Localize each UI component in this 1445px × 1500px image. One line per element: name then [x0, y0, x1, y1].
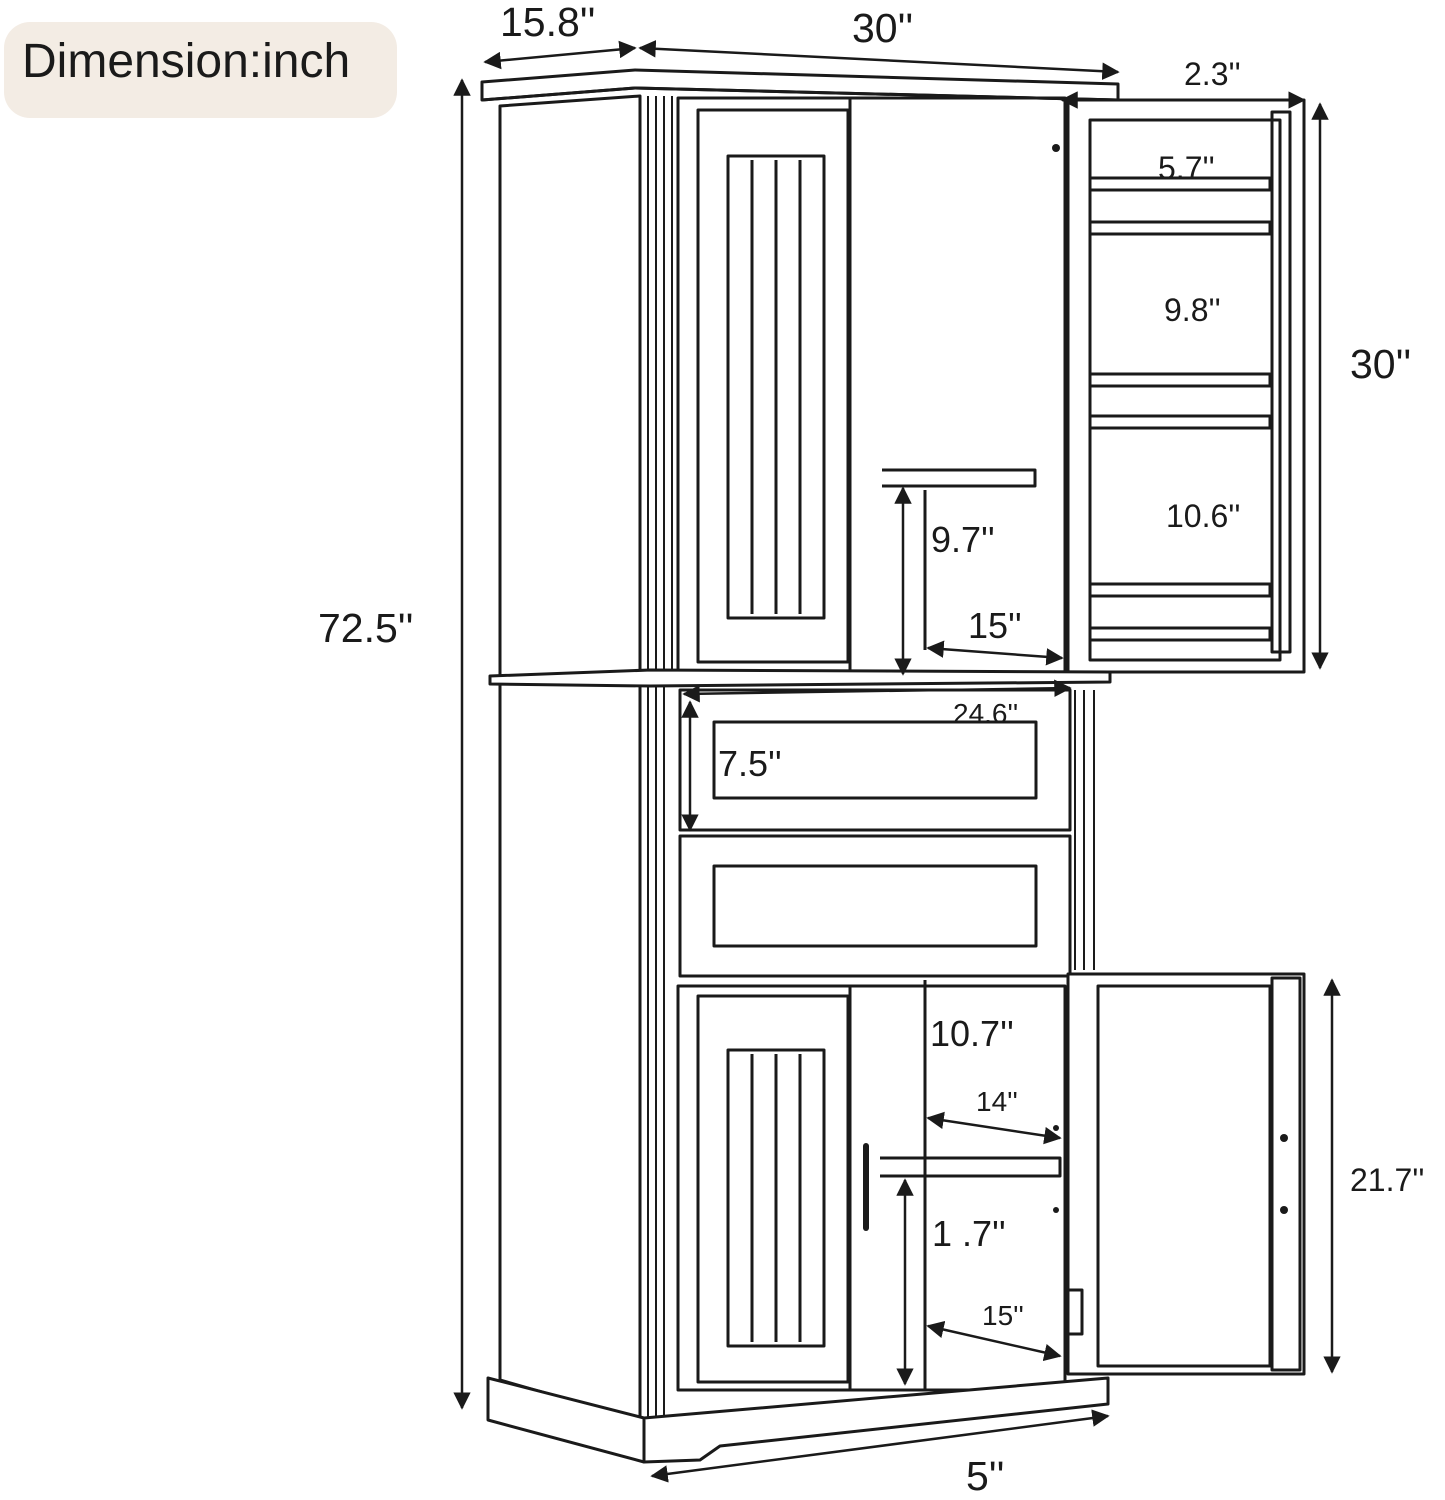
dim-line-lower-shelf-depth — [926, 1111, 1062, 1145]
lower-left-door — [676, 984, 869, 1392]
rack-gap-1-label: 5.7'' — [1158, 150, 1215, 186]
width-label: 30'' — [852, 5, 914, 51]
lower-top-gap-label: 10.7'' — [930, 1013, 1014, 1054]
dim-line-lower-inner-depth — [926, 1320, 1062, 1362]
upper-interior — [848, 96, 1067, 674]
cabinet-front-columns — [647, 96, 1095, 1420]
upper-right-door-open — [1066, 98, 1306, 674]
lower-door-height-label: 21.7'' — [1350, 1162, 1425, 1198]
middle-ledge — [488, 668, 1112, 688]
upper-left-door — [676, 96, 852, 674]
drawer-top — [678, 688, 1072, 832]
upper-inner-depth-label: 15'' — [968, 605, 1022, 646]
drawer-bottom — [678, 834, 1072, 978]
cabinet-side-panel — [498, 94, 642, 1422]
lower-shelf-depth-label: 14'' — [976, 1086, 1018, 1117]
base-width-label: 5'' — [966, 1453, 1005, 1499]
total-height-label: 72.5'' — [318, 605, 414, 651]
upper-shelf-height-label: 9.7'' — [931, 519, 995, 560]
unit-label: Dimension:inch — [22, 35, 351, 88]
dim-line-depth — [483, 40, 637, 70]
rack-gap-3-label: 10.6'' — [1166, 498, 1241, 534]
dim-line-width — [638, 40, 1120, 80]
rack-gap-2-label: 9.8'' — [1164, 292, 1221, 328]
dim-line-upper-inner-depth — [926, 640, 1064, 666]
lower-right-door-open — [1066, 972, 1306, 1376]
dim-line-base-width — [650, 1409, 1110, 1483]
drawer-height-label: 7.5'' — [718, 743, 782, 784]
depth-label: 15.8'' — [500, 0, 596, 45]
dim-line-drawer-width — [682, 679, 1072, 703]
lower-inner-depth-label: 15'' — [982, 1300, 1024, 1331]
door-rack-depth-label: 2.3'' — [1184, 56, 1241, 92]
upper-door-height-label: 30'' — [1350, 341, 1412, 387]
unit-badge — [4, 22, 397, 118]
lower-bottom-gap-label: 1 .7'' — [932, 1213, 1006, 1254]
drawer-width-label: 24.6'' — [953, 698, 1019, 729]
